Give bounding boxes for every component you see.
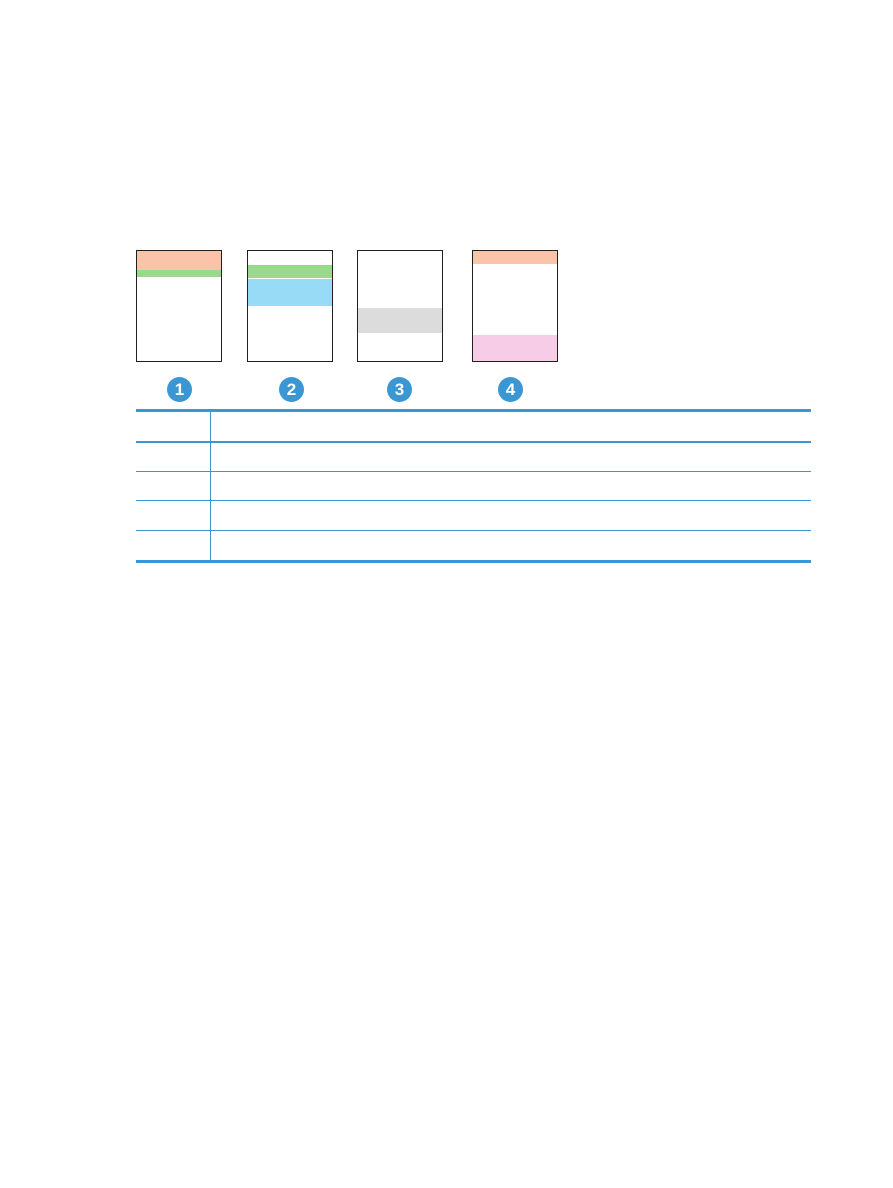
table-column-divider (210, 412, 211, 560)
page-sample-4 (472, 250, 558, 362)
page-sample-2 (247, 250, 333, 362)
page-sample-1 (136, 250, 222, 362)
color-band (248, 278, 332, 306)
legend-table (136, 409, 811, 564)
table-row-rule (136, 500, 811, 501)
color-band (137, 269, 221, 278)
table-row-rule (136, 530, 811, 531)
color-band (358, 308, 442, 334)
callout-2: 2 (279, 377, 304, 402)
color-band (137, 251, 221, 270)
callout-3: 3 (387, 377, 412, 402)
color-band (473, 334, 557, 361)
color-band (248, 265, 332, 279)
table-header-rule (136, 441, 811, 443)
color-band (473, 251, 557, 265)
table-row-rule (136, 471, 811, 472)
callout-4: 4 (498, 377, 523, 402)
page-sample-3 (357, 250, 443, 362)
table-top-rule (136, 409, 811, 412)
table-bottom-rule (136, 560, 811, 563)
callout-1: 1 (167, 377, 192, 402)
